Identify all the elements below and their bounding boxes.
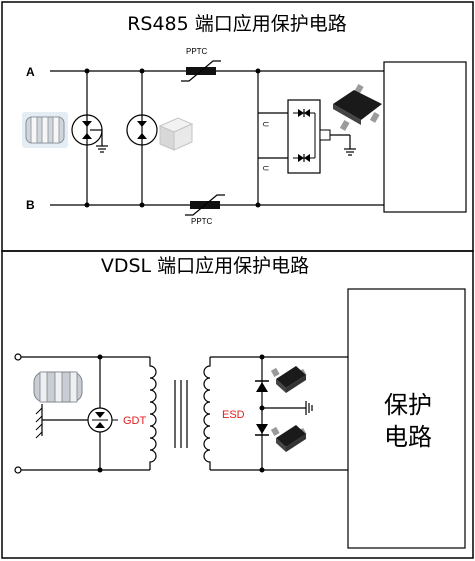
pptc-fuse-b bbox=[185, 194, 225, 216]
node-dot bbox=[97, 467, 103, 473]
node-dot bbox=[259, 354, 265, 360]
terminal-bottom bbox=[14, 466, 22, 474]
gdt-two-electrode-symbol bbox=[126, 114, 158, 146]
protection-block-label-1: 保护 bbox=[384, 391, 432, 419]
node-dot bbox=[139, 202, 145, 208]
vdsl-protection-block bbox=[347, 288, 466, 549]
panel-vdsl: VDSL 端口应用保护电路 保护 电路 GDT bbox=[14, 255, 466, 549]
gdt-three-electrode-symbol bbox=[71, 114, 108, 153]
node-dot bbox=[97, 354, 103, 360]
transformer-primary-coil bbox=[149, 357, 157, 470]
rs485-title: RS485 端口应用保护电路 bbox=[127, 13, 347, 35]
sot23-package-icon bbox=[333, 84, 382, 131]
vdsl-title: VDSL 端口应用保护电路 bbox=[101, 255, 309, 277]
gdt-label: GDT bbox=[123, 415, 147, 427]
esd-label: ESD bbox=[222, 409, 245, 421]
esd-diode-top bbox=[255, 380, 269, 392]
gdt-symbol bbox=[82, 407, 118, 433]
gdt-photo-icon bbox=[33, 371, 83, 403]
tvs-pin-mark: ⊂ bbox=[262, 163, 270, 173]
gdt-photo-icon bbox=[22, 112, 68, 148]
esd-diode-bottom bbox=[255, 424, 269, 436]
terminal-top bbox=[14, 353, 22, 361]
ground-symbol bbox=[262, 401, 313, 415]
node-dot bbox=[84, 202, 90, 208]
node-dot bbox=[139, 68, 145, 74]
panel-vdsl-frame bbox=[1, 250, 474, 559]
panel-rs485: RS485 端口应用保护电路 A B PPTC PPTC bbox=[22, 13, 467, 226]
tvs-diode-array bbox=[287, 99, 356, 174]
protection-block-label-2: 电路 bbox=[384, 423, 432, 451]
line-b-label: B bbox=[26, 198, 35, 212]
rs485-protected-block bbox=[383, 61, 467, 213]
transformer-secondary-coil bbox=[203, 357, 211, 470]
tvs-pin-mark: ⊂ bbox=[262, 119, 270, 129]
node-dot bbox=[259, 467, 265, 473]
pptc-b-label: PPTC bbox=[191, 217, 213, 226]
pptc-a-label: PPTC bbox=[186, 47, 208, 56]
pptc-fuse-a bbox=[181, 60, 221, 82]
line-a-label: A bbox=[26, 65, 35, 79]
sod-package-icon bbox=[270, 366, 307, 393]
earth-ground-icon bbox=[35, 404, 88, 439]
gdt-smd-photo-icon bbox=[158, 117, 194, 151]
transformer-core bbox=[174, 380, 188, 448]
node-dot bbox=[84, 68, 90, 74]
sod-package-icon bbox=[270, 425, 307, 452]
